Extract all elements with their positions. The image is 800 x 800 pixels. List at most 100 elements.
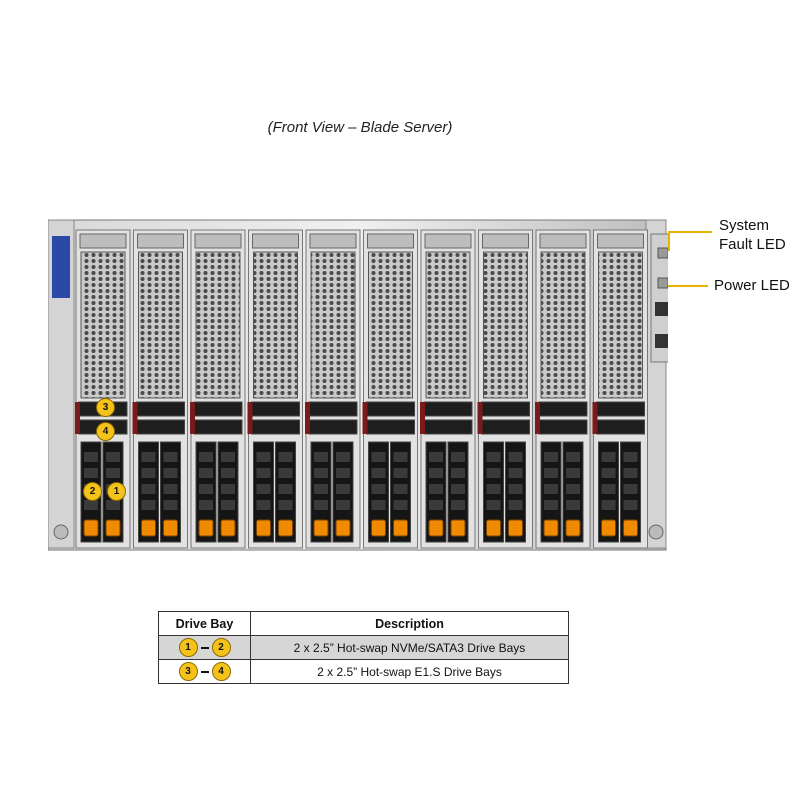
carrier-vent-slot bbox=[508, 500, 523, 510]
carrier-vent-slot bbox=[429, 468, 443, 478]
blade-node bbox=[477, 229, 533, 549]
e1s-bay bbox=[308, 401, 358, 417]
blade-handle bbox=[367, 233, 414, 249]
description-cell: 2 x 2.5” Hot-swap NVMe/SATA3 Drive Bays bbox=[250, 635, 569, 660]
blade-node bbox=[75, 229, 131, 549]
blade-handle bbox=[424, 233, 472, 249]
carrier-vent-slot bbox=[336, 468, 350, 478]
carrier-vent-slot bbox=[221, 452, 235, 462]
chassis-badge-3: 3 bbox=[96, 398, 115, 417]
carrier-vent-slot bbox=[314, 484, 328, 494]
bay-badge-from: 1 bbox=[178, 638, 198, 657]
system-fault-led-leader bbox=[668, 231, 712, 233]
system-fault-led-label: System Fault LED bbox=[719, 217, 786, 253]
power-led bbox=[657, 277, 668, 289]
chassis-badge-1: 1 bbox=[107, 482, 126, 501]
carrier-vent-slot bbox=[451, 468, 465, 478]
drive-release-tab bbox=[371, 519, 386, 537]
carrier-vent-slot bbox=[278, 500, 293, 510]
carrier-vent-slot bbox=[163, 468, 178, 478]
drive-release-tab bbox=[450, 519, 466, 537]
e1s-bay bbox=[366, 401, 415, 417]
blade-handle bbox=[539, 233, 587, 249]
blade-vent bbox=[368, 251, 413, 399]
drive-release-tab bbox=[393, 519, 408, 537]
carrier-vent-slot bbox=[256, 468, 271, 478]
blade-vent bbox=[80, 251, 126, 399]
chassis-badge-4: 4 bbox=[96, 422, 115, 441]
drive-release-tab bbox=[335, 519, 351, 537]
carrier-vent-slot bbox=[393, 484, 408, 494]
release-latch bbox=[190, 402, 195, 434]
carrier-vent-slot bbox=[623, 500, 638, 510]
blade-handle bbox=[309, 233, 357, 249]
blade-handle bbox=[79, 233, 127, 249]
bay-badge-to: 2 bbox=[211, 638, 231, 657]
blade-vent bbox=[540, 251, 586, 399]
carrier-vent-slot bbox=[508, 484, 523, 494]
drive-release-tab bbox=[83, 519, 99, 537]
e1s-bay bbox=[481, 419, 530, 435]
drive-release-tab bbox=[543, 519, 559, 537]
carrier-vent-slot bbox=[199, 468, 213, 478]
blade-handle bbox=[482, 233, 529, 249]
blade-handle bbox=[597, 233, 644, 249]
control-panel bbox=[650, 233, 668, 363]
lan-port-1 bbox=[655, 302, 668, 316]
blade-node bbox=[535, 229, 591, 549]
brand-label bbox=[52, 236, 70, 298]
carrier-vent-slot bbox=[199, 500, 213, 510]
carrier-vent-slot bbox=[141, 500, 156, 510]
blade-vent bbox=[483, 251, 528, 399]
carrier-vent-slot bbox=[371, 484, 386, 494]
drive-release-tab bbox=[565, 519, 581, 537]
blade-slots bbox=[75, 229, 648, 549]
release-latch bbox=[535, 402, 540, 434]
release-latch bbox=[420, 402, 425, 434]
carrier-vent-slot bbox=[486, 452, 501, 462]
carrier-vent-slot bbox=[544, 452, 558, 462]
carrier-vent-slot bbox=[429, 500, 443, 510]
carrier-vent-slot bbox=[221, 500, 235, 510]
carrier-vent-slot bbox=[393, 452, 408, 462]
carrier-vent-slot bbox=[278, 452, 293, 462]
carrier-vent-slot bbox=[371, 500, 386, 510]
blade-node bbox=[420, 229, 476, 549]
carrier-vent-slot bbox=[314, 468, 328, 478]
e1s-bay bbox=[251, 401, 300, 417]
carrier-vent-slot bbox=[371, 468, 386, 478]
header-description: Description bbox=[250, 611, 569, 636]
release-latch bbox=[305, 402, 310, 434]
carrier-vent-slot bbox=[256, 500, 271, 510]
carrier-vent-slot bbox=[221, 468, 235, 478]
carrier-vent-slot bbox=[278, 468, 293, 478]
e1s-bay bbox=[193, 419, 243, 435]
carrier-vent-slot bbox=[508, 452, 523, 462]
e1s-bay bbox=[423, 419, 473, 435]
e1s-bay bbox=[251, 419, 300, 435]
carrier-vent-slot bbox=[566, 500, 580, 510]
carrier-vent-slot bbox=[623, 468, 638, 478]
blade-vent bbox=[253, 251, 298, 399]
release-latch bbox=[362, 402, 368, 434]
drive-release-tab bbox=[198, 519, 214, 537]
carrier-vent-slot bbox=[106, 468, 120, 478]
blade-node bbox=[362, 229, 418, 549]
carrier-vent-slot bbox=[566, 452, 580, 462]
blade-node bbox=[247, 229, 303, 549]
e1s-bay bbox=[136, 419, 185, 435]
blade-vent bbox=[195, 251, 241, 399]
carrier-vent-slot bbox=[451, 500, 465, 510]
carrier-vent-slot bbox=[601, 468, 616, 478]
carrier-vent-slot bbox=[429, 484, 443, 494]
carrier-vent-slot bbox=[256, 484, 271, 494]
carrier-vent-slot bbox=[141, 468, 156, 478]
carrier-vent-slot bbox=[429, 452, 443, 462]
blade-handle bbox=[137, 233, 184, 249]
drive-release-tab bbox=[601, 519, 616, 537]
blade-node bbox=[592, 229, 648, 549]
bay-badge-from: 3 bbox=[178, 662, 198, 681]
carrier-vent-slot bbox=[336, 500, 350, 510]
